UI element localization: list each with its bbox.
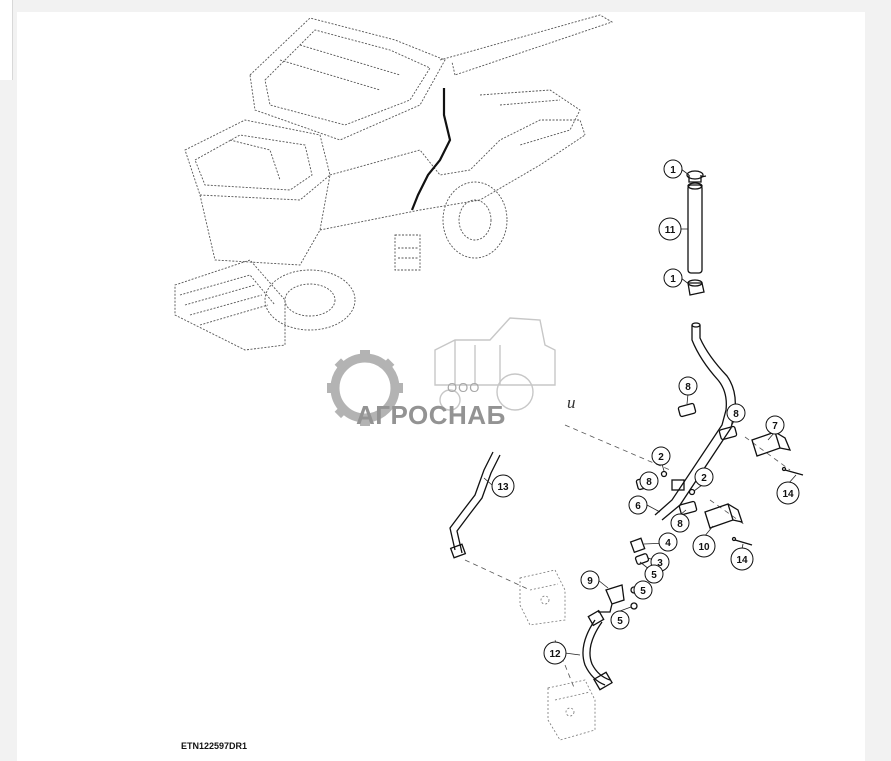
highlighted-tube-on-combine (410, 88, 452, 211)
callout-1-top: 1 (663, 159, 683, 179)
callout-8-b: 8 (726, 403, 746, 423)
callout-10: 10 (692, 534, 716, 558)
harvester-silhouette-icon (434, 317, 556, 411)
callout-2-a: 2 (651, 446, 671, 466)
agrosnab-watermark: ООО АГРОСНАБ (327, 317, 556, 430)
callout-8-d: 8 (670, 513, 690, 533)
callout-6: 6 (628, 495, 648, 515)
svg-text:6: 6 (635, 501, 641, 512)
figure-code: ETN122597DR1 (181, 741, 247, 751)
part-10-bracket (704, 503, 743, 529)
callout-9: 9 (580, 570, 600, 590)
part-8-fitting-d (678, 500, 698, 516)
callout-14-a: 14 (776, 481, 800, 505)
svg-text:14: 14 (736, 555, 748, 566)
callout-5-b: 5 (633, 580, 653, 600)
part-8-fitting-b (718, 425, 738, 441)
svg-text:5: 5 (651, 570, 657, 581)
svg-text:13: 13 (497, 482, 509, 493)
part-6-tee (671, 479, 685, 491)
valve-block-lower (547, 679, 596, 741)
svg-text:1: 1 (670, 274, 676, 285)
callout-5-c: 5 (610, 610, 630, 630)
callout-2-b: 2 (694, 467, 714, 487)
callout-7: 7 (765, 415, 785, 435)
callout-8-a: 8 (678, 376, 698, 396)
combine-harvester-illustration (174, 14, 614, 351)
svg-text:8: 8 (646, 477, 652, 488)
svg-text:5: 5 (617, 616, 623, 627)
svg-text:3: 3 (657, 558, 663, 569)
svg-text:11: 11 (665, 225, 676, 236)
callout-4: 4 (658, 532, 678, 552)
svg-text:10: 10 (698, 542, 710, 553)
valve-block-upper (519, 569, 566, 626)
svg-text:5: 5 (640, 586, 646, 597)
annotation-u: u (567, 393, 576, 412)
svg-text:1: 1 (670, 165, 676, 176)
watermark-prefix: ООО (447, 380, 480, 395)
part-14-bolt-a (781, 466, 804, 476)
part-5-washer-b (630, 602, 638, 610)
svg-text:9: 9 (587, 576, 593, 587)
svg-text:12: 12 (549, 649, 561, 660)
svg-text:8: 8 (677, 519, 683, 530)
watermark-brand: АГРОСНАБ (356, 400, 506, 430)
svg-text:2: 2 (658, 452, 664, 463)
callout-8-c: 8 (639, 471, 659, 491)
part-12-hose (582, 609, 613, 691)
part-13-curved-pipe (449, 451, 501, 559)
svg-text:14: 14 (782, 489, 794, 500)
callout-13: 13 (491, 474, 515, 498)
part-1-fitting-top (686, 170, 707, 183)
part-7-bracket (751, 431, 792, 457)
part-11-straight-tube (687, 182, 703, 274)
part-2-small-b (688, 488, 696, 496)
gear-logo-icon (327, 350, 403, 426)
diagram-sheet (17, 12, 865, 761)
callout-12: 12 (543, 641, 567, 665)
callout-14-b: 14 (730, 547, 754, 571)
part-1-fitting-bottom (687, 279, 705, 296)
svg-text:2: 2 (701, 473, 707, 484)
part-14-bolt-b (731, 536, 753, 546)
left-panel-edge (0, 0, 13, 80)
callout-1-bottom: 1 (663, 268, 683, 288)
part-3-fitting (634, 553, 650, 565)
part-8-fitting-a (677, 402, 697, 418)
part-2-small-a (660, 470, 668, 478)
svg-text:4: 4 (665, 538, 671, 549)
callout-5-a: 5 (644, 564, 664, 584)
part-4-nut (629, 537, 646, 554)
svg-text:8: 8 (685, 382, 691, 393)
callout-11: 11 (658, 217, 682, 241)
svg-text:7: 7 (772, 421, 778, 432)
svg-text:8: 8 (733, 409, 739, 420)
part-9-elbow (598, 584, 625, 613)
